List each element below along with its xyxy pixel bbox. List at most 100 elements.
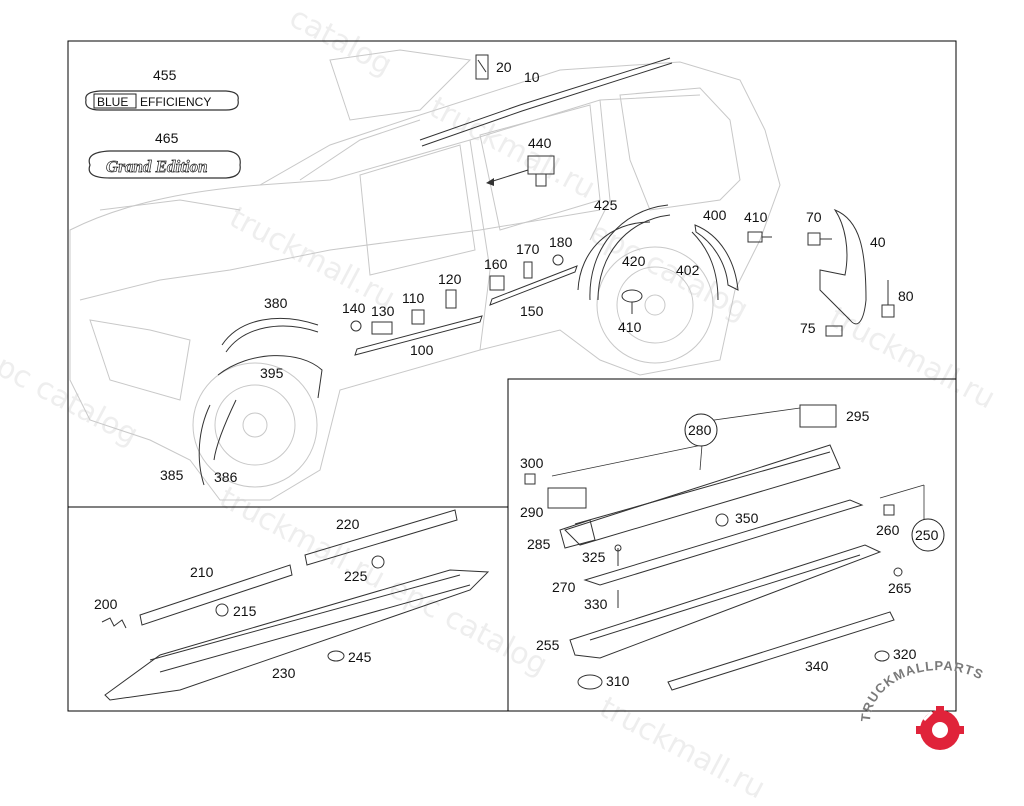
callout-170: 170 [516,241,540,257]
car-outline [69,49,781,501]
callout-160: 160 [484,256,508,272]
arch-trim-386 [213,399,237,461]
arch-trim-385 [198,404,211,486]
callout-250: 250 [915,527,939,543]
callout-260: 260 [876,522,900,538]
callout-150: 150 [520,303,544,319]
callout-210: 210 [190,564,214,580]
diagram-frame [67,40,957,712]
badge-grand-edition-text: Grand Edition [106,157,208,176]
clip-320 [874,650,890,662]
callout-265: 265 [888,580,912,596]
truckmall-parts-logo: TRUCKMALLPARTS [860,660,986,750]
callout-330: 330 [584,596,608,612]
callout-285: 285 [527,536,551,552]
callout-350: 350 [735,510,759,526]
callout-200: 200 [94,596,118,612]
callout-10: 10 [524,69,540,85]
bracket-290 [547,487,587,509]
clip-20 [475,54,489,80]
clip-120 [445,289,457,309]
bolt-80 [881,280,895,318]
callout-400: 400 [703,207,727,223]
callout-270: 270 [552,579,576,595]
callout-290: 290 [520,504,544,520]
callout-215: 215 [233,603,257,619]
callout-70: 70 [806,209,822,225]
callout-320: 320 [893,646,917,662]
running-board-255 [569,544,882,659]
callout-455: 455 [153,67,177,83]
callout-75: 75 [800,320,816,336]
screw-300 [524,473,536,485]
leader-lines [551,407,925,538]
clip-140 [350,320,362,332]
badge-blue-text: BLUE [97,95,128,109]
callout-385: 385 [160,467,184,483]
callout-410: 410 [744,209,768,225]
badge-efficiency-text: EFFICIENCY [140,95,211,109]
spring-200 [101,617,127,629]
callout-295: 295 [846,408,870,424]
callout-circle-280 [684,413,718,447]
clip-225 [371,555,385,569]
clip-170 [523,261,533,279]
mud-flap-40 [819,208,867,325]
callout-340: 340 [805,658,829,674]
callout-280: 280 [688,422,712,438]
clip-265 [893,567,903,577]
callout-140: 140 [342,300,366,316]
roof-moulding-10 [419,57,673,147]
callout-245: 245 [348,649,372,665]
clip-260 [883,504,895,516]
callout-circle-250 [911,518,945,552]
callout-395: 395 [260,365,284,381]
callout-420: 420 [622,253,646,269]
wheel-arch-420 [577,221,651,291]
callout-220: 220 [336,516,360,532]
callout-40: 40 [870,234,886,250]
bracket-440 [486,155,555,187]
screw-410 [747,231,772,243]
wheel-arch-extension-400 [694,224,739,291]
callout-325: 325 [582,549,606,565]
bracket-280 [564,444,841,546]
callout-20: 20 [496,59,512,75]
callout-402: 402 [676,262,700,278]
door-moulding-150 [489,265,578,306]
callout-300: 300 [520,455,544,471]
cap-310 [577,674,603,690]
trim-220 [304,509,458,566]
wheel-arch-rear-425 [589,204,671,301]
callout-410-lower: 410 [618,319,642,335]
logo-gear-icon [916,706,964,750]
trim-210 [139,564,293,626]
callout-120: 120 [438,271,462,287]
callout-230: 230 [272,665,296,681]
callout-80: 80 [898,288,914,304]
callout-425: 425 [594,197,618,213]
bolt-70 [807,232,832,246]
clip-160 [489,275,505,291]
callout-110: 110 [402,290,425,306]
clip-110 [411,309,425,325]
callout-labels: 455 465 20 10 440 425 400 410 70 40 420 … [94,59,945,689]
callout-225: 225 [344,568,368,584]
trim-strip-402 [691,231,719,301]
parts-diagram: BLUE EFFICIENCY Grand Edition [67,40,957,712]
callout-386: 386 [214,469,238,485]
blue-efficiency-badge: BLUE EFFICIENCY [85,90,239,111]
callout-180: 180 [549,234,573,250]
clip-215 [215,603,229,617]
clip-130 [371,321,393,335]
step-strip-270 [583,499,864,586]
callout-310: 310 [606,673,630,689]
door-moulding-100 [354,315,483,356]
callout-380: 380 [264,295,288,311]
logo-text: TRUCKMALLPARTS [860,660,986,722]
nut-350 [715,513,729,527]
callout-440: 440 [528,135,552,151]
bracket-295 [799,404,837,428]
bracket-285 [559,519,596,549]
clip-180 [552,254,564,266]
